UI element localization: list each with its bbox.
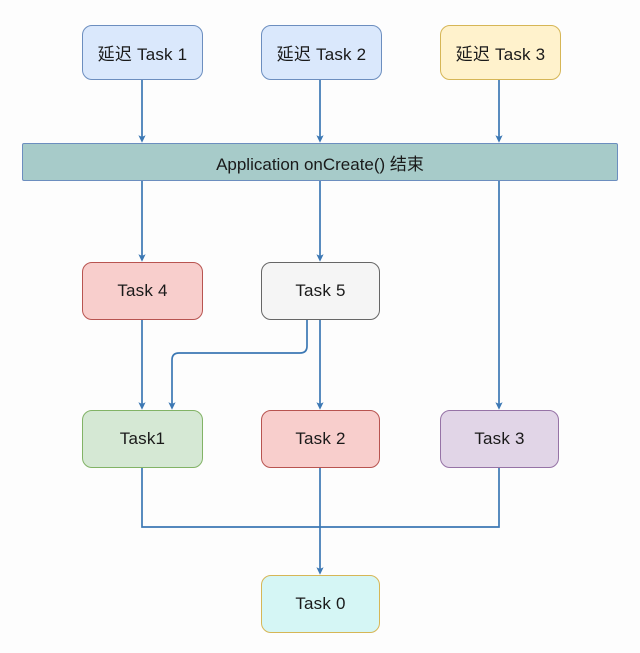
node-delay-task-2[interactable]: 延迟 Task 2 [261, 25, 382, 80]
node-task-1[interactable]: Task1 [82, 410, 203, 468]
node-label: Task1 [119, 429, 166, 448]
node-label: Task 0 [295, 594, 346, 613]
node-label: 延迟 Task 2 [276, 45, 367, 64]
node-label: Task 5 [295, 281, 346, 300]
edge-task3-to-bus [320, 468, 500, 528]
node-label: Task 2 [295, 429, 346, 448]
node-delay-task-3[interactable]: 延迟 Task 3 [440, 25, 561, 80]
node-task-4[interactable]: Task 4 [82, 262, 203, 320]
node-task-0[interactable]: Task 0 [261, 575, 380, 633]
node-label: 延迟 Task 3 [455, 45, 546, 64]
node-label: 延迟 Task 1 [97, 45, 188, 64]
node-label: Task 4 [117, 281, 168, 300]
edge-task5-to-task1 [168, 320, 308, 410]
node-task-3[interactable]: Task 3 [440, 410, 559, 468]
edge-task1-to-bus [141, 468, 320, 528]
node-label: Task 3 [474, 429, 525, 448]
node-application-oncreate-banner[interactable]: Application onCreate() 结束 [22, 143, 618, 181]
node-delay-task-1[interactable]: 延迟 Task 1 [82, 25, 203, 80]
node-task-2[interactable]: Task 2 [261, 410, 380, 468]
node-task-5[interactable]: Task 5 [261, 262, 380, 320]
banner-label: Application onCreate() 结束 [216, 154, 424, 174]
